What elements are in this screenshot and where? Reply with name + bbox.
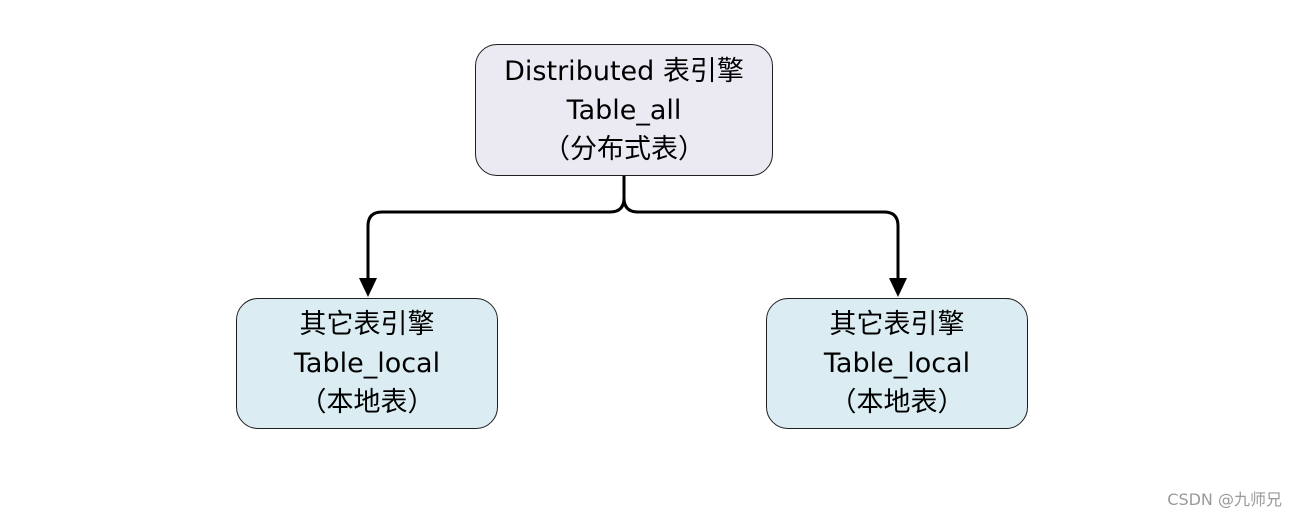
node-table-name: Table_local xyxy=(293,348,441,379)
node-title: 其它表引擎 xyxy=(829,309,965,340)
arrowhead-left xyxy=(359,278,377,297)
node-caption: （分布式表） xyxy=(543,133,705,165)
watermark: CSDN @九师兄 xyxy=(1167,490,1282,509)
local-table-node-left: 其它表引擎 Table_local （本地表） xyxy=(236,298,498,429)
arrowhead-right xyxy=(889,278,907,297)
connector-to-right-node xyxy=(622,176,900,280)
node-caption: （本地表） xyxy=(829,387,965,418)
node-table-name: Table_local xyxy=(823,348,971,379)
node-title: Distributed 表引擎 xyxy=(504,55,744,87)
node-title: 其它表引擎 xyxy=(299,309,435,340)
node-caption: （本地表） xyxy=(299,387,435,418)
connector-to-left-node xyxy=(366,176,626,280)
distributed-table-node: Distributed 表引擎 Table_all （分布式表） xyxy=(475,44,773,176)
local-table-node-right: 其它表引擎 Table_local （本地表） xyxy=(766,298,1028,429)
node-table-name: Table_all xyxy=(566,94,682,126)
